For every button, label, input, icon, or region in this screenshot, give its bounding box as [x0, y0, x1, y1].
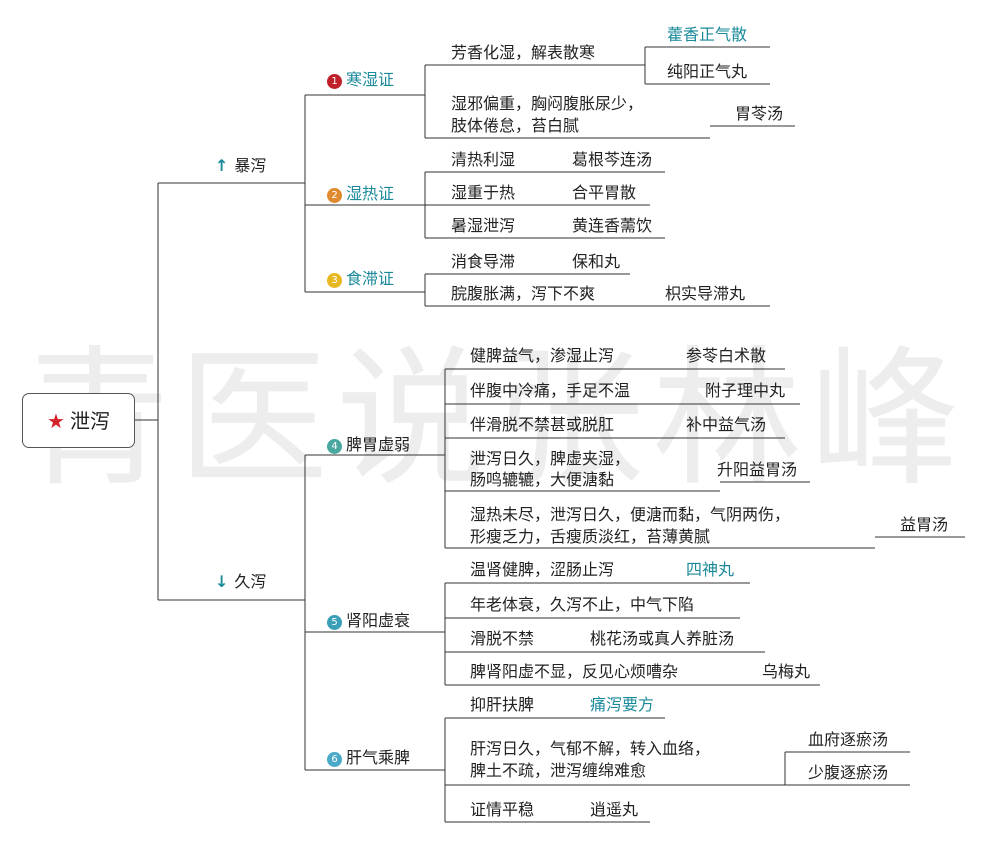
watermark: 青医说张林峰: [20, 333, 969, 507]
formula-text: 血府逐瘀汤: [808, 730, 889, 749]
formula-text: 附子理中丸: [705, 381, 786, 400]
number-badge-icon: 4: [327, 439, 342, 454]
symptom-text: 脘腹胀满，泻下不爽: [451, 284, 596, 303]
symptom-text: 消食导滞: [451, 252, 516, 271]
formula-text: 黄连香薷饮: [572, 216, 653, 235]
formula-text: 四神丸: [686, 560, 735, 579]
formula-text: 痛泻要方: [590, 695, 655, 714]
formula-text: 升阳益胃汤: [717, 460, 798, 479]
formula-text: 参苓白术散: [686, 346, 767, 365]
branch-acute: ↑ 暴泻: [215, 156, 266, 176]
syndrome-1: 1 寒湿证: [327, 70, 394, 90]
branch-chronic: ↓ 久泻: [215, 572, 266, 592]
syndrome-4-label: 脾胃虚弱: [346, 435, 411, 454]
symptom-text: 滑脱不禁: [470, 629, 535, 648]
syndrome-5-label: 肾阳虚衰: [346, 611, 411, 630]
root-label: 泄泻: [69, 408, 110, 433]
symptom-text: 湿邪偏重，胸闷腹胀尿少，: [451, 94, 644, 113]
symptom-text: 脾肾阳虚不显，反见心烦嘈杂: [470, 662, 679, 681]
symptom-text: 证情平稳: [470, 800, 535, 819]
formula-text: 纯阳正气丸: [667, 62, 748, 81]
formula-text: 枳实导滞丸: [665, 284, 746, 303]
formula-text: 补中益气汤: [686, 415, 767, 434]
formula-text: 葛根芩连汤: [572, 150, 653, 169]
symptom-text: 湿热未尽，泄泻日久，便溏而黏，气阴两伤，: [470, 505, 791, 524]
syndrome-2: 2 湿热证: [327, 184, 394, 204]
symptom-text: 肢体倦怠，苔白腻: [451, 116, 580, 135]
arrow-up-icon: ↑: [215, 156, 229, 175]
symptom-text: 清热利湿: [451, 150, 516, 169]
syndrome-4: 4 脾胃虚弱: [327, 435, 410, 455]
formula-text: 少腹逐瘀汤: [808, 763, 889, 782]
symptom-text: 脾土不疏，泄泻缠绵难愈: [470, 761, 647, 780]
syndrome-6: 6 肝气乘脾: [327, 748, 410, 768]
formula-text: 乌梅丸: [762, 662, 811, 681]
symptom-text: 泄泻日久，脾虚夹湿，: [470, 449, 631, 468]
branch-chronic-label: 久泻: [234, 572, 267, 591]
formula-text: 藿香正气散: [667, 25, 748, 44]
root-node: ★ 泄泻: [22, 393, 135, 448]
number-badge-icon: 3: [327, 273, 342, 288]
syndrome-5: 5 肾阳虚衰: [327, 611, 410, 631]
formula-text: 胃苓汤: [735, 104, 784, 123]
symptom-text: 芳香化湿，解表散寒: [451, 43, 596, 62]
formula-text: 桃花汤或真人养脏汤: [590, 629, 735, 648]
symptom-text: 伴滑脱不禁甚或脱肛: [470, 415, 615, 434]
formula-text: 保和丸: [572, 252, 621, 271]
symptom-text: 伴腹中冷痛，手足不温: [470, 381, 631, 400]
symptom-text: 肝泻日久，气郁不解，转入血络，: [470, 739, 711, 758]
symptom-text: 年老体衰，久泻不止，中气下陷: [470, 595, 695, 614]
symptom-text: 肠鸣辘辘，大便溏黏: [470, 470, 615, 489]
symptom-text: 温肾健脾，涩肠止泻: [470, 560, 615, 579]
symptom-text: 形瘦乏力，舌瘦质淡红，苔薄黄腻: [470, 527, 711, 546]
symptom-text: 健脾益气，渗湿止泻: [470, 346, 615, 365]
symptom-text: 抑肝扶脾: [470, 695, 535, 714]
number-badge-icon: 6: [327, 752, 342, 767]
symptom-text: 暑湿泄泻: [451, 216, 516, 235]
formula-text: 益胃汤: [900, 515, 949, 534]
formula-text: 逍遥丸: [590, 800, 639, 819]
number-badge-icon: 5: [327, 615, 342, 630]
syndrome-1-label: 寒湿证: [346, 70, 395, 89]
symptom-text: 湿重于热: [451, 183, 516, 202]
syndrome-3-label: 食滞证: [346, 269, 395, 288]
number-badge-icon: 2: [327, 188, 342, 203]
formula-text: 合平胃散: [572, 183, 637, 202]
star-icon: ★: [47, 408, 65, 433]
syndrome-3: 3 食滞证: [327, 269, 394, 289]
arrow-down-icon: ↓: [215, 572, 229, 591]
syndrome-6-label: 肝气乘脾: [346, 748, 411, 767]
branch-acute-label: 暴泻: [234, 156, 267, 175]
number-badge-icon: 1: [327, 74, 342, 89]
syndrome-2-label: 湿热证: [346, 184, 395, 203]
